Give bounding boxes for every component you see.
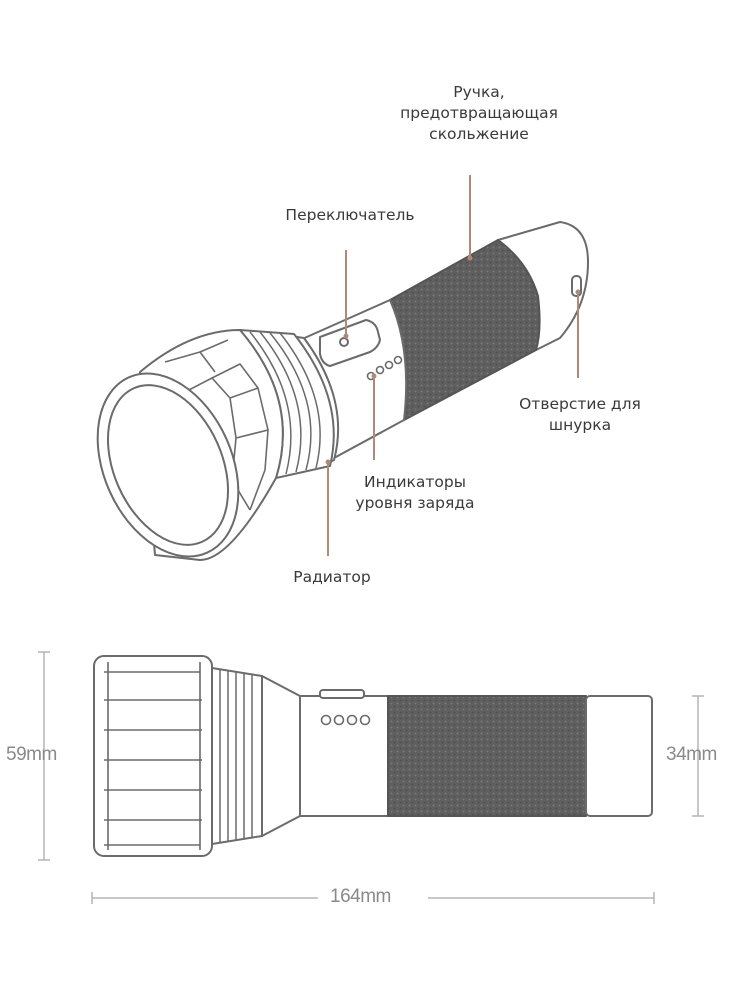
side-flashlight [93,655,653,857]
leader-dots [325,255,581,465]
leader-lines [327,175,579,556]
switch-dot [339,337,349,347]
side-switch [319,689,365,699]
grip-body [389,239,541,421]
head-facets [164,339,269,511]
side-grip [387,695,587,817]
switch-label: Переключатель [285,206,415,224]
radiator-fins [249,331,321,475]
lens [106,384,230,546]
side-head-facets [104,662,202,850]
length-label: 164mm [330,886,391,907]
side-neck [261,675,301,837]
grip-label: Ручка, предотвращающая скольжение [400,83,558,143]
perspective-flashlight [96,221,589,561]
side-head [93,655,213,857]
head-diameter-label: 59mm [6,744,57,765]
indicators-label: Индикаторы уровня заряда [355,473,475,512]
switch-button [319,319,381,367]
lanyard-hole-label: Отверстие для шнурка [519,395,641,434]
side-indicators [320,714,371,726]
side-tail [585,695,653,817]
side-radiator-fins [219,670,253,842]
dimension-lines [38,651,704,904]
tail-cap [497,221,589,351]
body-diameter-label: 34mm [666,744,717,765]
side-body [299,695,389,817]
radiator-label: Радиатор [293,568,371,586]
